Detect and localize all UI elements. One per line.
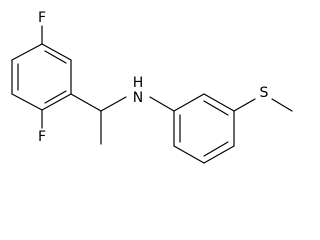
double-bond-inner (44, 90, 67, 104)
bond-c-s (233, 98, 256, 112)
atom-label-f-bottom: F (38, 129, 46, 145)
atom-label-f-top: F (38, 10, 46, 26)
bond (11, 93, 43, 111)
right-aromatic-ring (173, 93, 235, 164)
bond (41, 43, 72, 61)
bond-s-methyl (271, 98, 293, 112)
molecule-diagram: F F H N S (11, 10, 293, 164)
bond (203, 145, 235, 164)
bond-n-ring (149, 96, 175, 112)
left-aromatic-ring (11, 43, 72, 111)
bond-ring-ch (70, 93, 102, 112)
bond-ch-n (100, 96, 127, 112)
structure-canvas: F F H N S (11, 10, 293, 164)
double-bond-inner (44, 50, 67, 64)
bond (173, 145, 205, 164)
bond (203, 93, 235, 112)
bond (173, 93, 205, 112)
bond (11, 43, 43, 61)
bond (41, 93, 72, 111)
double-bond-inner (203, 141, 229, 157)
atom-label-n: N (133, 90, 143, 106)
atom-label-s: S (260, 85, 269, 101)
double-bond-inner (203, 100, 229, 116)
atom-label-h: H (133, 75, 144, 91)
